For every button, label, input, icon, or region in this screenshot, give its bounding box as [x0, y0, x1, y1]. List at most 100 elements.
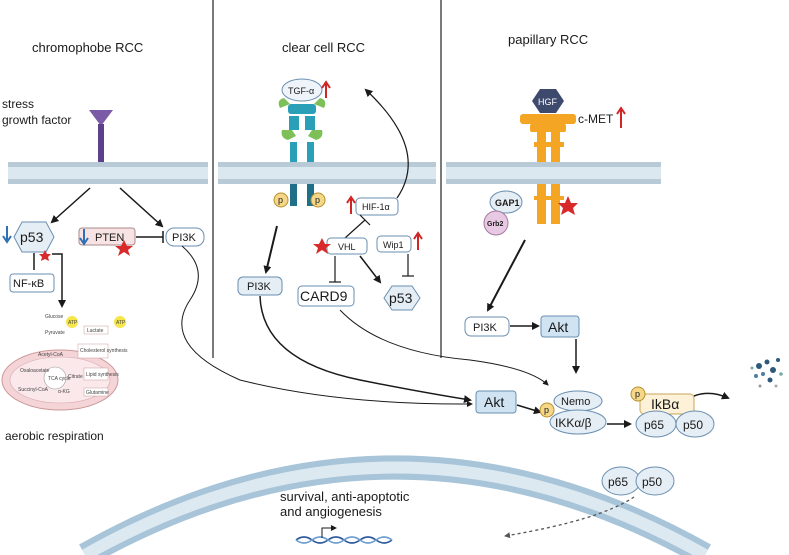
wip1-node: Wip1: [376, 235, 412, 253]
arrow-to-pi3k-chromo: [119, 187, 164, 228]
ikk-label: IKKα/β: [555, 416, 592, 430]
down-arrow-icon: [79, 229, 89, 246]
tgf-alpha-node: TGF-α: [281, 78, 323, 102]
arrow-ikba-degradation: [693, 391, 730, 400]
phospho-label: p: [544, 405, 549, 415]
grb2-label: Grb2: [487, 221, 503, 228]
phospho-label: p: [635, 389, 640, 399]
arrow-to-p53: [50, 187, 91, 224]
nfkb-complex: IkBα p65 p50: [635, 393, 715, 438]
mutation-star-icon: [115, 240, 133, 256]
pi3k-node-clear: PI3K: [237, 276, 283, 296]
pten-node: PTEN: [78, 227, 136, 246]
mutation-star-icon: [39, 250, 51, 261]
header-papillary: papillary RCC: [508, 32, 588, 47]
p53-label: p53: [389, 290, 413, 306]
pi3k-label: PI3K: [172, 232, 197, 244]
arrow-cmet-pi3k: [487, 239, 526, 312]
purple-receptor-icon: [89, 110, 113, 162]
atp-label: ATP: [68, 320, 78, 326]
atp-burst-icon: [114, 316, 126, 328]
arrow-nucleus-dna: [504, 496, 635, 539]
p65-label: p65: [644, 418, 664, 432]
growth-factor-label: growth factor: [2, 113, 71, 127]
phospho-icon: [539, 402, 555, 418]
header-chromophobe: chromophobe RCC: [32, 40, 143, 55]
arrow-card9-nemo: [339, 309, 549, 386]
dna-transcription-icon: [295, 525, 393, 544]
card9-node: CARD9: [297, 285, 355, 307]
p50-label: p50: [642, 475, 662, 489]
akt-label: Akt: [548, 319, 568, 335]
glucose-label: Glucose: [45, 314, 64, 320]
pi3k-node-papillary: PI3K: [464, 316, 510, 337]
nfkb-nuclear: p65 p50: [601, 466, 675, 496]
ikk-complex: Nemo IKKα/β: [549, 390, 607, 435]
phospho-label: p: [278, 195, 283, 205]
phospho-icon: [273, 192, 289, 208]
aerobic-respiration-label: aerobic respiration: [5, 429, 104, 443]
phospho-label: p: [315, 195, 320, 205]
vhl-inhibits-hif: [344, 219, 366, 239]
phospho-icon: [310, 192, 326, 208]
p53-label: p53: [20, 229, 44, 245]
hif-node: HIF-1α: [355, 197, 399, 216]
down-arrow-icon: [2, 226, 12, 244]
atp-label: ATP: [116, 320, 126, 326]
hif-to-tgf-arrow: [364, 88, 409, 199]
tgf-alpha-label: TGF-α: [288, 86, 314, 96]
p53-node-chromo: p53: [13, 221, 55, 253]
nfkb-label: NF-κB: [13, 278, 44, 290]
mutation-star-icon: [313, 238, 331, 254]
vhl-to-p53: [359, 255, 382, 284]
pi3k-label: PI3K: [247, 281, 272, 293]
card9-label: CARD9: [300, 288, 348, 304]
acetyl-coa-label: Acetyl-CoA: [38, 352, 64, 358]
akt-label: Akt: [484, 394, 504, 410]
vhl-label: VHL: [338, 242, 356, 252]
akg-label: α-KG: [58, 389, 70, 395]
akt-node-center: Akt: [475, 390, 517, 414]
arrow-clear-pi3k-akt: [259, 295, 472, 404]
grb2-node: Grb2: [483, 210, 509, 236]
glutamine-label: Glutamine: [86, 390, 109, 396]
gap1-node: GAP1: [489, 190, 523, 214]
p53-node-clear: p53: [383, 285, 421, 311]
arrow-chromo-pi3k-akt: [181, 245, 473, 408]
up-arrow-icon: [346, 195, 356, 214]
pten-label: PTEN: [95, 232, 124, 244]
up-arrow-icon: [413, 231, 423, 250]
outcome-line-1: survival, anti-apoptotic: [280, 489, 410, 504]
tca-label: TCA cycle: [48, 376, 71, 382]
up-arrow-icon: [616, 106, 626, 128]
inhibition-bar: [359, 214, 371, 226]
mitochondria-metabolism-icon: Glucose Pyruvate Acetyl-CoA Oxaloacetate…: [1, 314, 128, 411]
pi3k-node-chromo: PI3K: [165, 227, 205, 247]
phospho-icon: [630, 386, 646, 402]
nuclear-envelope: [79, 455, 711, 555]
cmet-label: c-MET: [578, 112, 614, 126]
wip1-label: Wip1: [383, 240, 404, 250]
akt-node-papillary: Akt: [540, 315, 580, 338]
cmet-receptor-icon: [520, 114, 576, 224]
succinyl-label: Succinyl-CoA: [18, 387, 49, 393]
gap1-label: GAP1: [495, 198, 520, 208]
up-arrow-icon: [321, 80, 331, 98]
pyruvate-label: Pyruvate: [45, 330, 65, 336]
arrow-receptor-pi3k: [263, 225, 278, 274]
pi3k-label: PI3K: [473, 322, 498, 334]
egfr-receptor-icon: [278, 98, 326, 206]
p65-label: p65: [608, 475, 628, 489]
mutation-star-icon: [558, 196, 578, 215]
citrate-label: Citrate: [68, 374, 83, 380]
cell-membrane: [8, 162, 661, 184]
ikba-label: IkBα: [651, 396, 679, 412]
nfkb-node-chromo: NF-κB: [9, 273, 55, 293]
proteasome-degradation-icon: [750, 358, 783, 388]
outcome-line-2: and angiogenesis: [280, 504, 382, 519]
hgf-node: HGF: [532, 89, 564, 113]
lipid-label: Lipid synthesis: [86, 372, 119, 378]
stress-label: stress: [2, 97, 34, 111]
hgf-label: HGF: [538, 97, 558, 107]
